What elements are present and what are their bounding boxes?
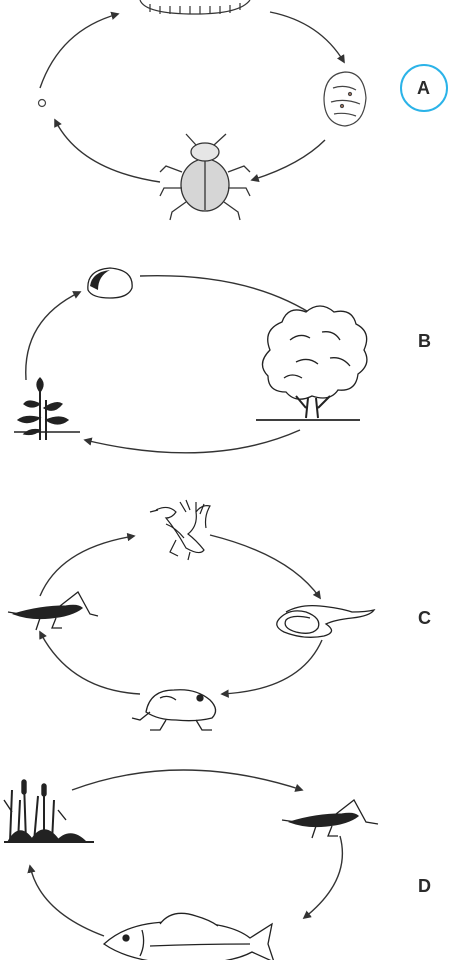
tree-icon xyxy=(256,306,367,420)
arrow-c-1 xyxy=(210,535,320,598)
hawk-icon xyxy=(150,500,210,560)
arrow-a-2 xyxy=(252,140,325,180)
frog-icon xyxy=(132,690,216,730)
cycle-label-d: D xyxy=(418,876,431,897)
arrow-d-3 xyxy=(30,866,104,936)
arrow-c-3 xyxy=(40,632,140,694)
grasshopper-icon xyxy=(282,800,378,838)
sapling-icon xyxy=(14,378,80,440)
arrow-d-2 xyxy=(304,836,342,918)
plant-icon xyxy=(4,780,94,842)
cycle-c xyxy=(40,535,322,694)
grasshopper-icon xyxy=(8,592,98,630)
arrow-b-2 xyxy=(85,430,300,453)
pupa-icon xyxy=(324,72,366,126)
arrow-d-1 xyxy=(72,770,302,790)
fish-icon xyxy=(104,913,274,960)
arrow-a-1 xyxy=(270,12,344,62)
cycle-label-a: A xyxy=(417,78,430,99)
cycle-label-b: B xyxy=(418,331,431,352)
beetle-icon xyxy=(160,134,250,220)
cycle-d xyxy=(30,770,342,936)
cycle-label-c: C xyxy=(418,608,431,629)
arrow-a-3 xyxy=(55,120,160,182)
larva-icon xyxy=(140,0,250,14)
snake-icon xyxy=(277,606,374,638)
seed-icon xyxy=(88,268,132,298)
arrow-b-3 xyxy=(26,292,80,380)
arrow-c-4 xyxy=(40,536,134,596)
egg-icon xyxy=(39,100,46,107)
arrow-c-2 xyxy=(222,640,322,694)
arrow-a-4 xyxy=(40,14,118,88)
